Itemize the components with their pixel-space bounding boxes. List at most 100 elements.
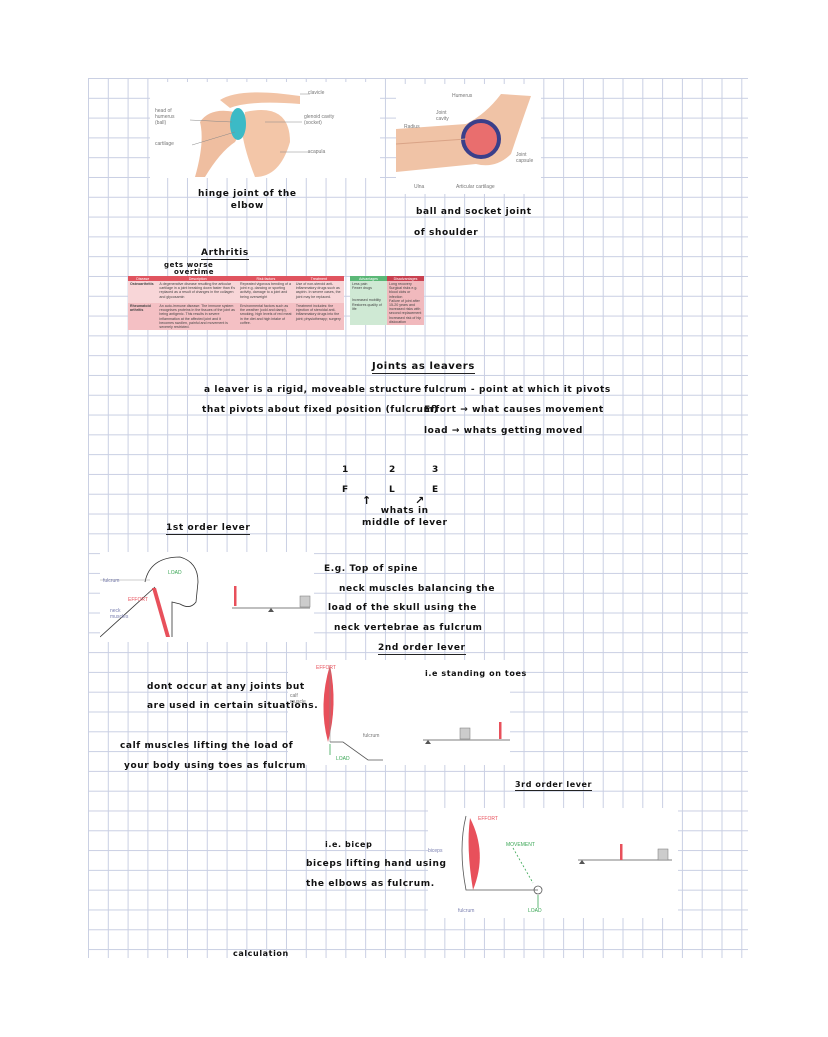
label-cartilage: cartilage xyxy=(155,141,174,147)
order-1: 1 xyxy=(342,465,349,475)
second-example-short: i.e standing on toes xyxy=(425,669,527,678)
cell: Treatment includes: the injection of ste… xyxy=(295,304,341,321)
label-fulcrum: fulcrum xyxy=(363,733,380,739)
label-biceps: biceps xyxy=(428,848,443,854)
label-joint-capsule: Joint capsule xyxy=(516,152,534,164)
biceps-lever-illustration xyxy=(461,815,672,908)
third-example-2: biceps lifting hand using xyxy=(306,859,447,869)
term-fulcrum: fulcrum - point at which it pivots xyxy=(424,385,611,395)
arrow-up-right-icon: ↗ xyxy=(415,494,425,507)
term-effort: Effort → what causes movement xyxy=(424,405,604,415)
advantage: Fewer drugs xyxy=(352,286,372,291)
second-example-1: calf muscles lifting the load of xyxy=(120,741,294,751)
third-order-diagram: EFFORT biceps MOVEMENT fulcrum LOAD xyxy=(428,808,678,918)
second-order-diagram: EFFORT calf muscle fulcrum LOAD xyxy=(288,660,510,765)
label-load: LOAD xyxy=(528,908,542,914)
label-glenoid-cavity: glenoid cavity (socket) xyxy=(304,114,335,126)
header-advantages: Advantages xyxy=(350,276,387,281)
label-scapula: scapula xyxy=(308,149,326,155)
caption-line: elbow xyxy=(230,201,264,211)
header-risk-factors: Risk factors xyxy=(256,276,276,281)
cell: Rheumatoid arthritis xyxy=(130,304,151,313)
header-disadvantages: Disadvantages xyxy=(387,276,424,281)
label-effort: EFFORT xyxy=(478,816,498,822)
arrow-up-left-icon: ↑ xyxy=(362,494,372,507)
second-note-1: dont occur at any joints but xyxy=(147,682,305,692)
third-example-3: the elbows as fulcrum. xyxy=(306,879,435,889)
label-effort: EFFORT xyxy=(128,597,148,603)
advantage: Less pain xyxy=(352,282,368,286)
elbow-caption-1: ball and socket joint xyxy=(416,207,532,217)
first-example-4: neck vertebrae as fulcrum xyxy=(334,623,483,633)
note-line: whats in xyxy=(380,506,429,516)
disadvantage: Surgical risks e.g. blood clots or infec… xyxy=(389,286,418,299)
label-fulcrum: fulcrum xyxy=(458,908,475,914)
calf-lever-illustration xyxy=(323,665,510,761)
label-humerus: Humerus xyxy=(452,93,473,99)
third-example-1: i.e. bicep xyxy=(325,840,373,849)
elbow-caption-2: of shoulder xyxy=(414,228,479,238)
note-line: middle of lever xyxy=(362,518,448,528)
elbow-joint-image: Humerus Joint cavity Radius Joint capsul… xyxy=(395,84,541,194)
pros-cons-table: Advantages Disadvantages Less pain Fewer… xyxy=(350,276,424,326)
first-order-diagram: fulcrum LOAD EFFORT neck muscles xyxy=(99,552,314,642)
table-row: Osteoarthritis A degenerative disease re… xyxy=(128,281,344,303)
table-row: Rheumatoid arthritis An auto-immune dise… xyxy=(128,303,344,331)
cell: A degenerative disease resulting the art… xyxy=(159,282,235,299)
label-joint-cavity: Joint cavity xyxy=(436,110,449,122)
second-example-2: your body using toes as fulcrum xyxy=(124,761,307,771)
first-example-3: load of the skull using the xyxy=(328,603,477,613)
letter-f: F xyxy=(342,485,349,495)
definition-line-1: a leaver is a rigid, moveable structure xyxy=(204,385,422,395)
cell: Environmental factors such as the weathe… xyxy=(240,304,292,325)
order-2: 2 xyxy=(389,465,396,475)
label-fulcrum: fulcrum xyxy=(103,578,120,584)
note-line: gets worse xyxy=(164,261,214,269)
disadvantage: Failure of joint after 15-20 years and i… xyxy=(389,298,422,316)
first-order-heading: 1st order lever xyxy=(166,523,251,535)
second-order-heading: 2nd order lever xyxy=(378,643,466,655)
arthritis-title: Arthritis xyxy=(201,248,249,260)
label-radius: Radius xyxy=(404,124,420,130)
header-disease: Disease xyxy=(136,276,150,281)
cell: An auto-immune disease: The immune syste… xyxy=(159,304,235,330)
middle-note: whats in middle of lever xyxy=(362,505,448,529)
calculation-heading: calculation xyxy=(233,949,289,958)
first-example-2: neck muscles balancing the xyxy=(339,584,496,594)
shoulder-illustration xyxy=(189,92,310,177)
term-load: load → whats getting moved xyxy=(424,426,583,436)
caption-line: hinge joint of the xyxy=(198,189,297,199)
label-head-of-humerus: head of humerus (ball) xyxy=(155,108,175,126)
header-description: Description xyxy=(188,276,207,281)
neck-lever-illustration xyxy=(99,556,311,638)
disadvantage: Increased risk of hip dislocation xyxy=(389,315,422,324)
cell: Use of non-steroid anti-inflammatory dru… xyxy=(295,282,341,299)
advantage: Restores quality of life xyxy=(352,302,382,311)
label-effort: EFFORT xyxy=(316,665,336,671)
shoulder-joint-image: clavicle head of humerus (ball) cartilag… xyxy=(150,82,380,178)
elbow-illustration xyxy=(395,94,531,172)
shoulder-caption: hinge joint of the elbow xyxy=(198,188,297,212)
disadvantage: Long recovery xyxy=(389,282,412,286)
arthritis-note: gets worse overtime xyxy=(164,262,214,276)
note-line: overtime xyxy=(174,268,215,276)
third-order-heading: 3rd order lever xyxy=(515,780,593,791)
levers-title: Joints as leavers xyxy=(372,361,475,374)
advantage: Increased mobility xyxy=(352,298,381,303)
arthritis-table: Disease Description Risk factors Treatme… xyxy=(128,276,344,331)
cell: Repeated vigorous bending of a joint e.g… xyxy=(240,282,291,299)
label-load: LOAD xyxy=(336,756,350,762)
label-calf-muscle: calf muscle xyxy=(290,693,306,705)
letter-l: L xyxy=(389,485,396,495)
cell: Osteoarthritis xyxy=(130,282,154,286)
label-ulna: Ulna xyxy=(414,184,425,190)
label-movement: MOVEMENT xyxy=(506,842,535,848)
first-example-1: E.g. Top of spine xyxy=(324,564,419,574)
label-clavicle: clavicle xyxy=(308,90,325,96)
header-treatment: Treatment xyxy=(310,276,328,281)
definition-line-2: that pivots about fixed position (fulcru… xyxy=(202,405,439,415)
label-neck-muscles: neck muscles xyxy=(110,608,129,620)
order-3: 3 xyxy=(432,465,439,475)
label-load: LOAD xyxy=(168,570,182,576)
letter-e: E xyxy=(432,485,439,495)
